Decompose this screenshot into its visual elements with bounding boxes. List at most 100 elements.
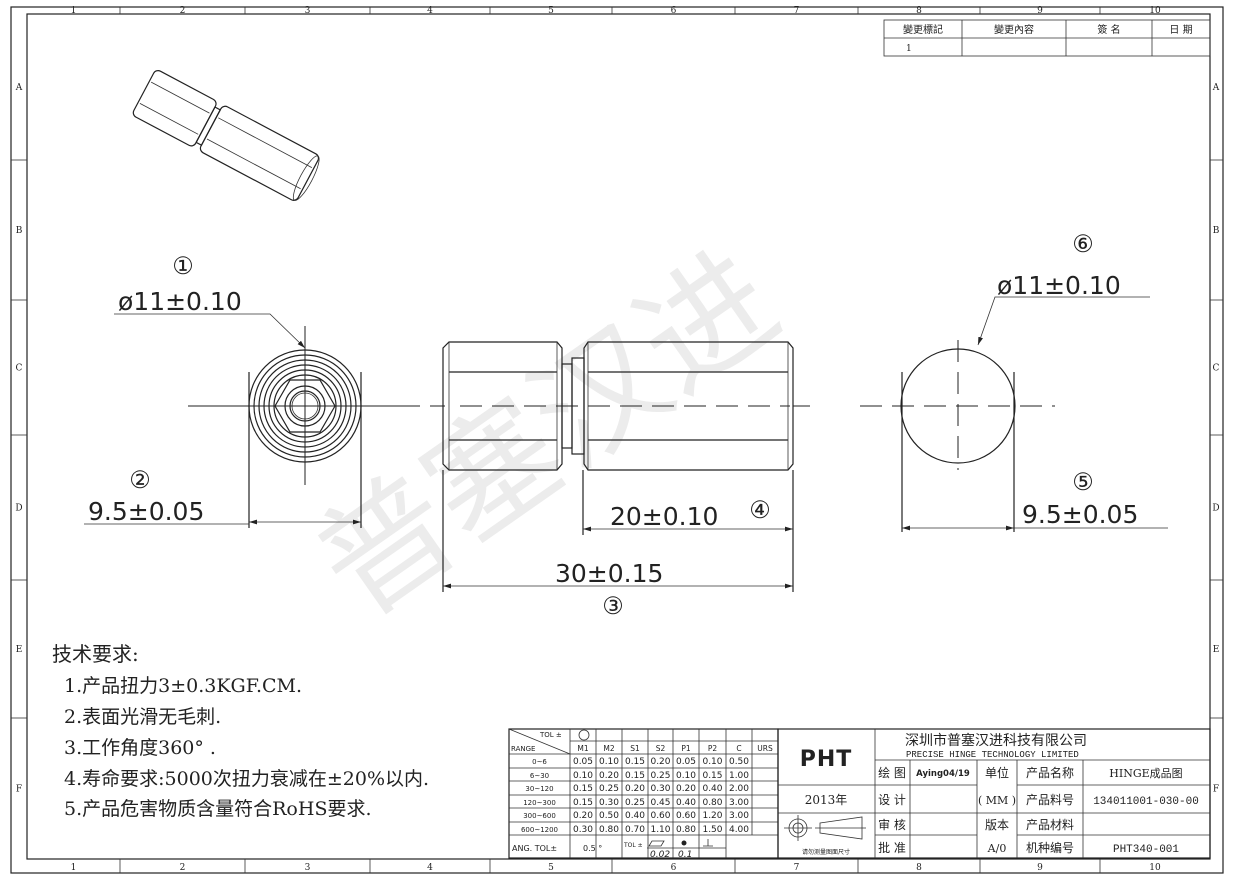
tol-value-cell: 0.70 xyxy=(625,825,645,835)
notes-title: 技术要求: xyxy=(52,642,139,666)
zone-column-label: 6 xyxy=(671,6,677,16)
tol-value-cell: 0.80 xyxy=(702,798,722,808)
tol-value-cell: 0.25 xyxy=(650,771,670,781)
roundness-icon xyxy=(578,729,590,741)
watermark-text: 普塞汉进 xyxy=(291,223,804,646)
part-number-value: 134011001-030-00 xyxy=(1093,796,1199,808)
design-label: 设 计 xyxy=(878,793,906,807)
tol-value-cell: 1.10 xyxy=(650,825,670,835)
zone-row-label: B xyxy=(16,226,23,236)
tol-corner-bottom: RANGE xyxy=(511,745,535,753)
callout-2: ② xyxy=(129,466,151,494)
zone-column-label: 1 xyxy=(71,863,77,873)
zone-column-label: 10 xyxy=(1149,6,1161,16)
tol-value-cell: 0.60 xyxy=(676,811,696,821)
tol-value-cell: 0.40 xyxy=(702,784,722,794)
tol-header: M2 xyxy=(603,744,614,753)
callout-6: ⑥ xyxy=(1072,230,1094,258)
note-item: 2.表面光滑无毛刺. xyxy=(64,706,221,728)
tol-value-cell: 1.20 xyxy=(702,811,722,821)
dimension-3: 30±0.15 ③ xyxy=(443,559,793,620)
dim-total-length: 30±0.15 xyxy=(555,559,663,588)
model-value: PHT340-001 xyxy=(1113,844,1179,856)
tol-label: TOL ± xyxy=(623,842,643,849)
zone-column-label: 9 xyxy=(1037,863,1043,873)
review-label: 审 核 xyxy=(878,817,906,832)
title-block: PHT 2013年 请勿测量图面尺寸 深圳市普塞汉进科技有限公司 PRECISE… xyxy=(777,728,1211,859)
right-end-view xyxy=(860,340,1055,532)
unit-value: ( MM ) xyxy=(978,794,1016,807)
zone-row-label: E xyxy=(16,645,23,655)
dim-diameter-right: ø11±0.10 xyxy=(997,271,1121,300)
dim-body-length: 20±0.10 xyxy=(610,502,718,531)
zone-row-label: D xyxy=(1212,504,1219,514)
tol-value-cell: 0.50 xyxy=(599,811,619,821)
tol-value-cell: 0.40 xyxy=(625,811,645,821)
tol-value-cell: 3.00 xyxy=(729,798,749,808)
callout-4: ④ xyxy=(749,496,771,524)
zone-row-label: F xyxy=(1213,785,1219,795)
tol-value-cell: 0.40 xyxy=(676,798,696,808)
zone-row-label: E xyxy=(1213,645,1220,655)
tol-value-cell: 0.20 xyxy=(650,757,670,767)
zone-row-label: B xyxy=(1213,226,1220,236)
note-item: 5.产品危害物质含量符合RoHS要求. xyxy=(64,798,372,820)
rev-header-content: 變更內容 xyxy=(994,23,1034,36)
side-view xyxy=(430,341,810,592)
inner-frame xyxy=(26,13,1211,860)
part-number-label: 产品料号 xyxy=(1026,793,1074,807)
tol-value-cell: 0.80 xyxy=(599,825,619,835)
rev-header-mark: 變更標記 xyxy=(903,23,943,36)
zone-row-label: A xyxy=(1212,83,1220,93)
drawing-year: 2013年 xyxy=(805,793,848,807)
tol-header: C xyxy=(736,744,741,753)
tol-value-cell: 0.20 xyxy=(625,784,645,794)
product-name-label: 产品名称 xyxy=(1026,765,1074,780)
zone-column-label: 2 xyxy=(180,6,186,16)
tol-value-cell: 0.20 xyxy=(573,811,593,821)
note-item: 3.工作角度360° . xyxy=(64,737,216,759)
dimension-2: ② 9.5±0.05 xyxy=(84,466,361,526)
note-item: 4.寿命要求:5000次扭力衰减在±20%以内. xyxy=(64,768,429,790)
rev-row-mark: 1 xyxy=(906,44,912,54)
position-icon xyxy=(681,840,687,846)
zone-column-label: 9 xyxy=(1037,6,1043,16)
tol-value-cell: 0.15 xyxy=(625,771,645,781)
zone-column-label: 10 xyxy=(1149,863,1161,873)
zone-column-label: 4 xyxy=(427,863,433,873)
zone-column-label: 7 xyxy=(794,863,800,873)
zone-row-label: C xyxy=(1213,364,1220,374)
zone-column-label: 8 xyxy=(916,863,922,873)
tol-value-cell: 0.10 xyxy=(599,757,619,767)
dimension-4: 20±0.10 ④ xyxy=(583,496,793,532)
ang-label: ANG. TOL± xyxy=(512,844,557,853)
tol-value-cell: 0.20 xyxy=(676,784,696,794)
tol-value-cell: 0.25 xyxy=(599,784,619,794)
flatness-value: 0.02 xyxy=(650,850,670,860)
dim-width-right: 9.5±0.05 xyxy=(1022,500,1138,529)
draw-label: 绘 图 xyxy=(878,765,906,780)
zone-row-label: C xyxy=(16,364,23,374)
dimension-1: ① ø11±0.10 xyxy=(114,252,306,349)
callout-5: ⑤ xyxy=(1072,468,1094,496)
zone-column-label: 1 xyxy=(71,6,77,16)
tol-range-cell: 120~300 xyxy=(523,799,556,807)
tol-value-cell: 0.30 xyxy=(599,798,619,808)
watermark: 普塞汉进 xyxy=(291,223,804,646)
tol-value-cell: 0.45 xyxy=(650,798,670,808)
dimension-6: ⑥ ø11±0.10 xyxy=(977,230,1150,346)
tol-header: M1 xyxy=(577,744,588,753)
perpendicular-icon xyxy=(703,839,713,847)
tol-value-cell: 0.15 xyxy=(573,784,593,794)
tol-value-cell: 0.20 xyxy=(599,771,619,781)
rev-header-sign: 簽 名 xyxy=(1097,23,1120,36)
product-name-value: HINGE成品图 xyxy=(1109,767,1182,780)
position-value: 0.1 xyxy=(678,850,692,860)
zone-column-label: 3 xyxy=(305,863,311,873)
tol-value-cell: 0.30 xyxy=(573,825,593,835)
zone-column-label: 4 xyxy=(427,6,433,16)
isometric-view xyxy=(132,70,320,201)
approve-label: 批 准 xyxy=(878,840,906,855)
flatness-icon xyxy=(648,840,665,847)
tol-value-cell: 3.00 xyxy=(729,811,749,821)
